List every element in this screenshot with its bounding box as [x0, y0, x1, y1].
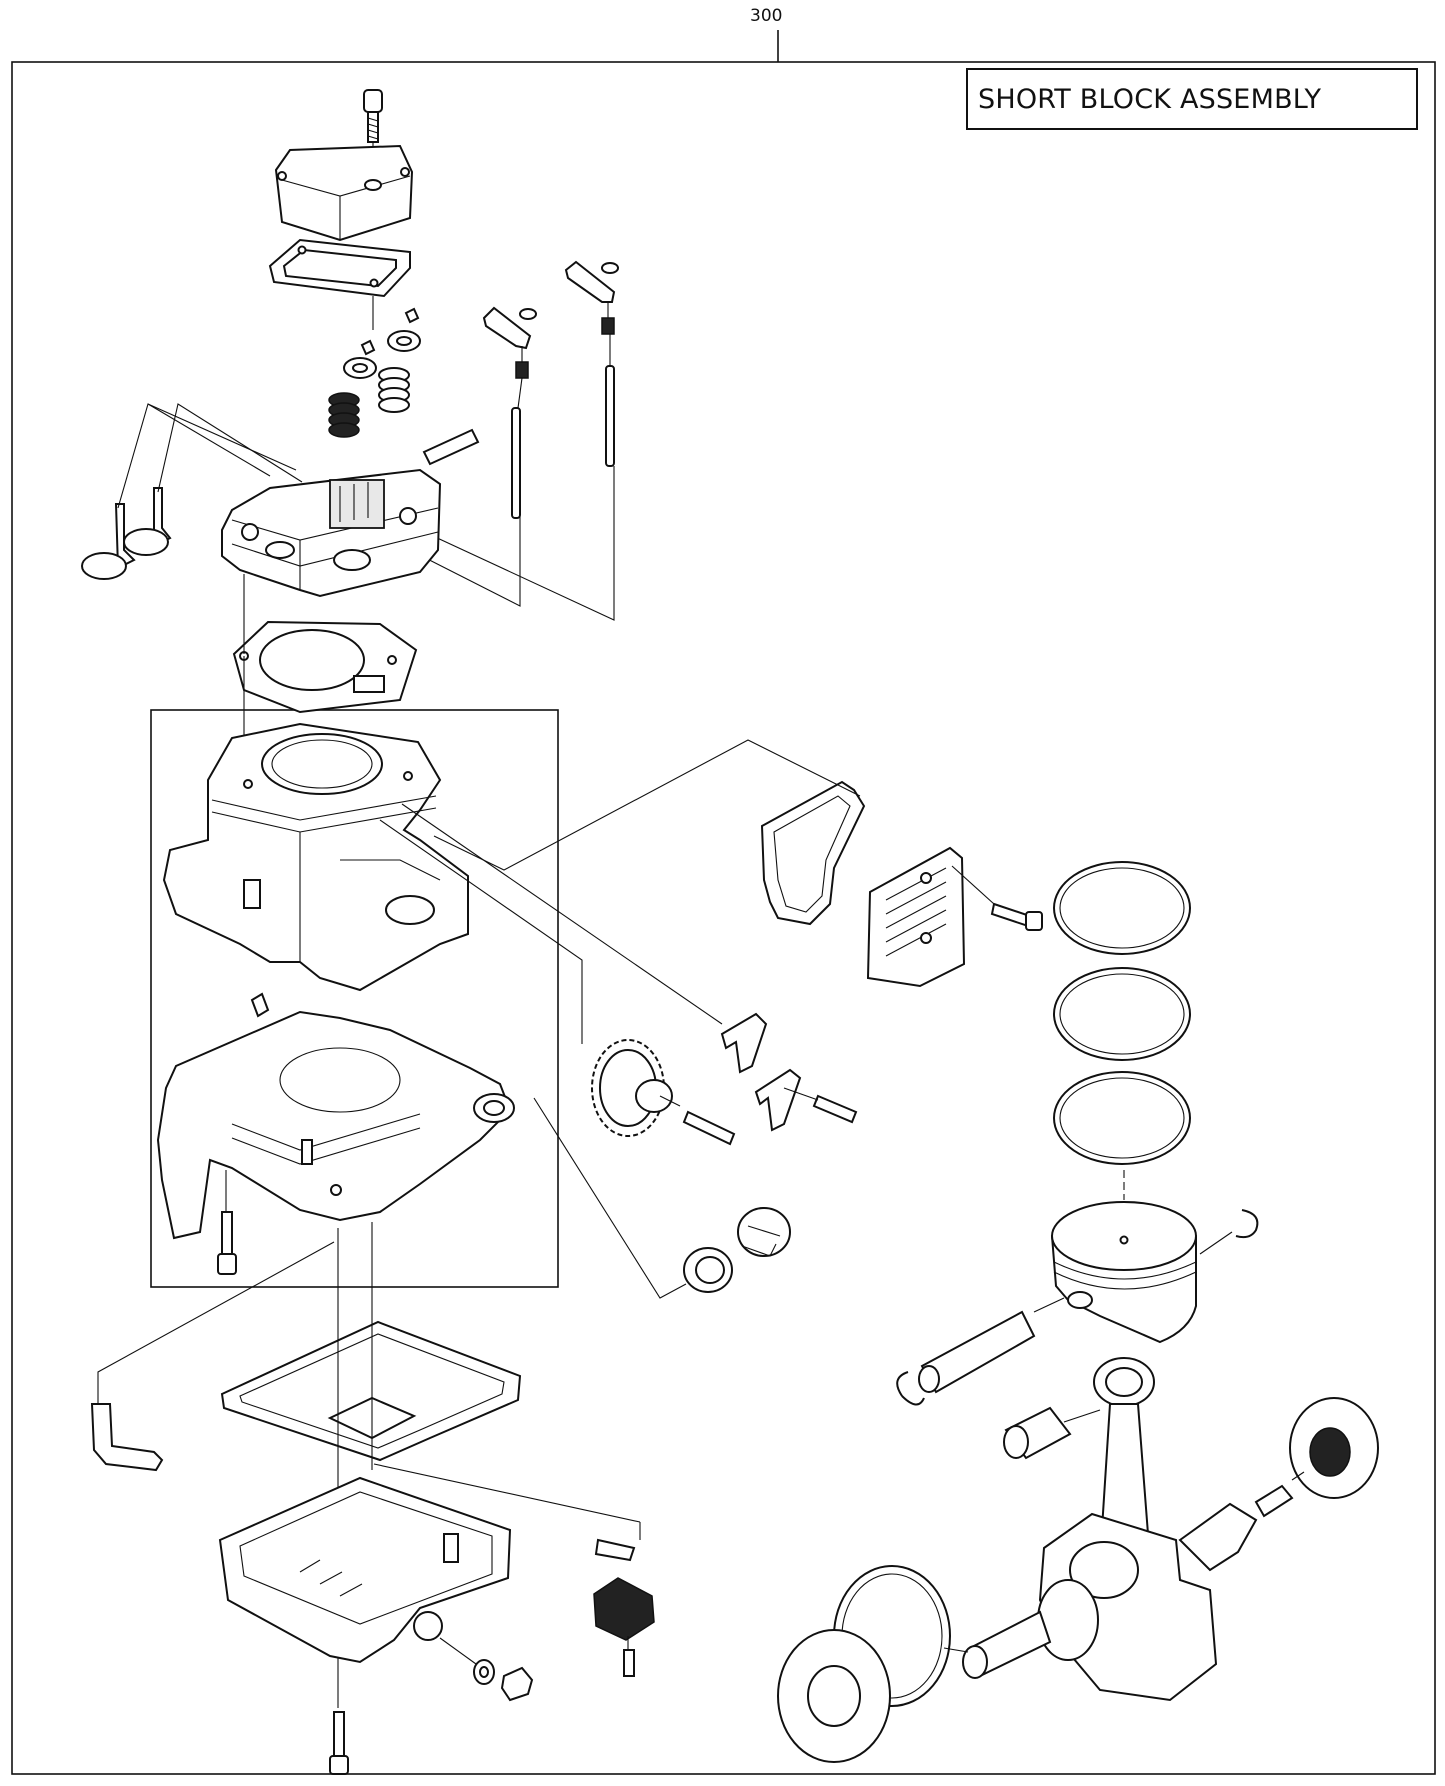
crankcase[interactable]	[156, 1010, 515, 1240]
governor-pin[interactable]	[812, 1094, 858, 1124]
side-cover-bolt[interactable]	[990, 902, 1043, 931]
dowel-pin[interactable]	[250, 992, 270, 1018]
piston-pin-clip-right[interactable]	[1235, 1209, 1259, 1239]
valve-cover-gasket[interactable]	[268, 238, 411, 298]
rocker-adjuster-right[interactable]	[601, 317, 615, 335]
push-rod-right[interactable]	[605, 365, 615, 467]
diagram-title: SHORT BLOCK ASSEMBLY	[966, 68, 1418, 130]
exhaust-valve[interactable]	[123, 487, 172, 556]
valve-cover-bolt[interactable]	[363, 89, 383, 143]
breather-hose[interactable]	[90, 1403, 164, 1472]
short-block-group-box	[150, 709, 559, 1288]
camshaft-gear[interactable]	[591, 1039, 681, 1137]
valve-keeper-right[interactable]	[404, 307, 420, 324]
crankshaft-bearing-right[interactable]	[1289, 1397, 1379, 1499]
piston-ring-second[interactable]	[1053, 967, 1191, 1061]
drain-washer[interactable]	[473, 1659, 495, 1685]
rocker-arm-left[interactable]	[482, 306, 537, 350]
sensor-bolt[interactable]	[623, 1649, 635, 1677]
crankshaft-bearing-left[interactable]	[777, 1629, 891, 1763]
piston-ring-top[interactable]	[1053, 861, 1191, 955]
oil-filler-cap[interactable]	[737, 1207, 791, 1257]
oil-pan-bolt[interactable]	[329, 1711, 349, 1775]
drain-plug[interactable]	[500, 1666, 534, 1702]
side-cover-plate[interactable]	[866, 846, 966, 988]
crank-pin-bushing[interactable]	[1003, 1406, 1072, 1460]
governor-arm-upper[interactable]	[720, 1012, 768, 1074]
oil-pan[interactable]	[218, 1476, 512, 1664]
valve-keeper-left[interactable]	[360, 339, 376, 356]
rocker-adjuster-left[interactable]	[515, 361, 529, 379]
valve-spring-left[interactable]	[328, 392, 360, 438]
piston-pin-clip-left[interactable]	[896, 1371, 925, 1406]
reference-number: 300	[750, 6, 783, 26]
oil-pan-gasket[interactable]	[220, 1320, 522, 1462]
crankcase-bolt[interactable]	[217, 1211, 237, 1275]
oil-level-sensor[interactable]	[593, 1577, 655, 1641]
piston-pin[interactable]	[918, 1310, 1036, 1394]
valve-cover[interactable]	[274, 144, 414, 242]
cylinder-block[interactable]	[162, 722, 469, 992]
piston[interactable]	[1050, 1201, 1197, 1344]
side-cover-gasket[interactable]	[760, 780, 866, 926]
rocker-shaft[interactable]	[422, 428, 480, 466]
valve-spring-right[interactable]	[378, 367, 410, 413]
push-rod-left[interactable]	[511, 407, 521, 519]
crankshaft[interactable]	[962, 1484, 1294, 1702]
valve-retainer-left[interactable]	[343, 357, 377, 379]
valve-retainer-right[interactable]	[387, 330, 421, 352]
sensor-bracket[interactable]	[594, 1538, 636, 1562]
cylinder-head-gasket[interactable]	[232, 620, 418, 714]
piston-ring-oil[interactable]	[1053, 1071, 1191, 1165]
diagram-frame	[11, 61, 1436, 1775]
intake-valve[interactable]	[81, 503, 136, 580]
cylinder-head[interactable]	[221, 468, 442, 598]
governor-arm-lower[interactable]	[754, 1068, 802, 1132]
camshaft-pin[interactable]	[682, 1110, 736, 1146]
rocker-arm-right[interactable]	[564, 260, 619, 303]
oil-seal-small[interactable]	[683, 1247, 733, 1293]
